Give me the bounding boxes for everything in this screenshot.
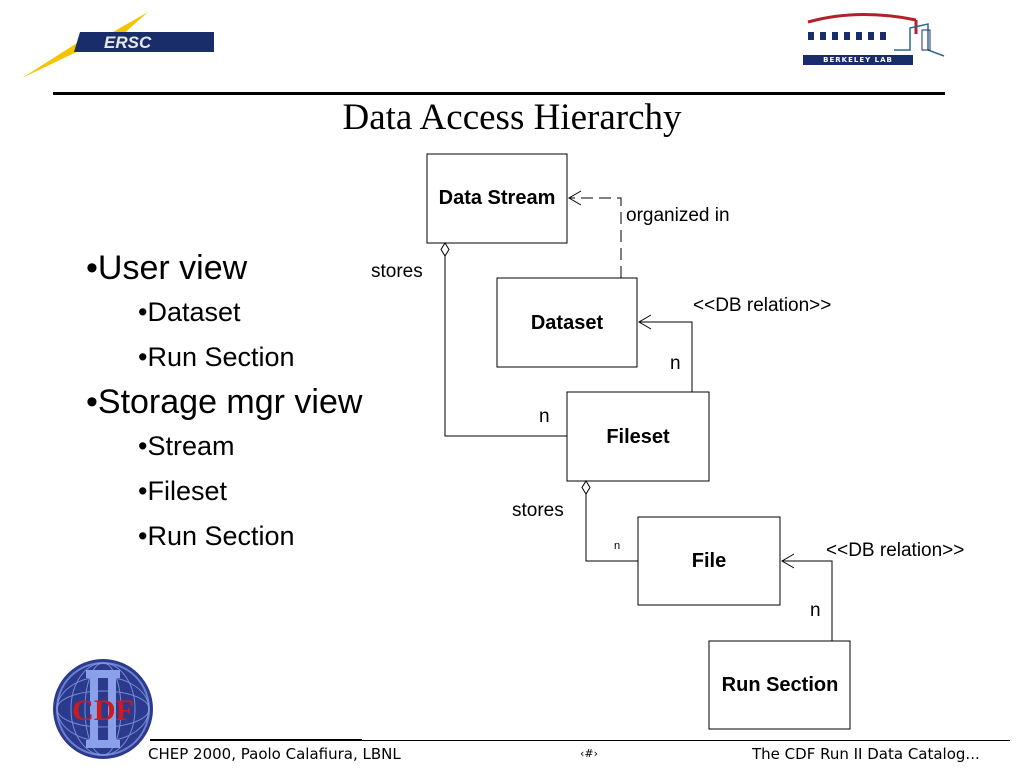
nersc-logo: ERSC <box>22 12 214 78</box>
bullet-run-section-2: •Run Section <box>138 521 295 551</box>
node-dataset-box <box>496 277 638 368</box>
label-n-file-runsection: n <box>810 600 821 621</box>
bullet-list: •User view •Dataset •Run Section •Storag… <box>86 246 406 559</box>
label-n-dataset-fileset: n <box>670 353 681 374</box>
bullet-storage-mgr-view: •Storage mgr view <box>86 383 363 421</box>
footer-rule-accent <box>150 739 362 741</box>
nersc-logo-text: ERSC <box>104 33 152 52</box>
arrowhead-db-relation-2 <box>781 553 795 569</box>
bullet-run-section: •Run Section <box>138 342 295 372</box>
node-run-section-box <box>708 640 851 730</box>
label-stores-1: stores <box>371 261 423 282</box>
label-stores-2: stores <box>512 500 564 521</box>
diamond-stores-stream <box>440 242 450 257</box>
label-organized-in: organized in <box>626 205 730 226</box>
bullet-stream: •Stream <box>138 431 235 461</box>
node-fileset-label: Fileset <box>606 426 670 448</box>
label-n-fileset-file: n <box>614 540 620 552</box>
node-file-label: File <box>692 550 726 572</box>
bullet-user-view: •User view <box>86 249 248 287</box>
bullet-dataset: •Dataset <box>138 297 241 327</box>
arrowhead-db-relation-1 <box>638 314 652 330</box>
node-fileset-box <box>566 391 710 482</box>
node-file-box <box>637 516 781 606</box>
edge-stores-fileset-file <box>585 494 638 562</box>
label-n-stream-fileset: n <box>539 406 550 427</box>
node-dataset-label: Dataset <box>531 312 604 334</box>
edge-organized-in <box>569 197 622 278</box>
node-run-section-label: Run Section <box>722 674 839 696</box>
berkeley-lab-text: BERKELEY LAB <box>803 55 913 65</box>
footer-left-text: CHEP 2000, Paolo Calafiura, LBNL <box>148 745 401 763</box>
label-db-relation-1: <<DB relation>> <box>693 295 831 316</box>
berkeley-lab-logo <box>807 12 945 57</box>
diamond-stores-fileset <box>581 480 591 495</box>
footer-right-text: The CDF Run II Data Catalog... <box>752 745 980 763</box>
node-data-stream-label: Data Stream <box>439 187 556 209</box>
edge-db-relation-fileset-dataset <box>639 321 693 392</box>
footer-page-number: ‹#› <box>580 747 599 760</box>
slide-title: Data Access Hierarchy <box>342 97 682 138</box>
arrowhead-organized-in <box>568 190 582 206</box>
node-data-stream-box <box>426 153 568 244</box>
label-db-relation-2: <<DB relation>> <box>826 540 964 561</box>
bullet-fileset: •Fileset <box>138 476 227 506</box>
cdf-logo-text: CDF <box>72 694 134 727</box>
edge-stores-stream-fileset <box>444 256 567 437</box>
edge-db-relation-runsection-file <box>782 560 833 641</box>
footer-rule <box>150 740 1010 741</box>
header-rule <box>53 92 945 95</box>
cdf-logo: CDF <box>53 659 153 759</box>
